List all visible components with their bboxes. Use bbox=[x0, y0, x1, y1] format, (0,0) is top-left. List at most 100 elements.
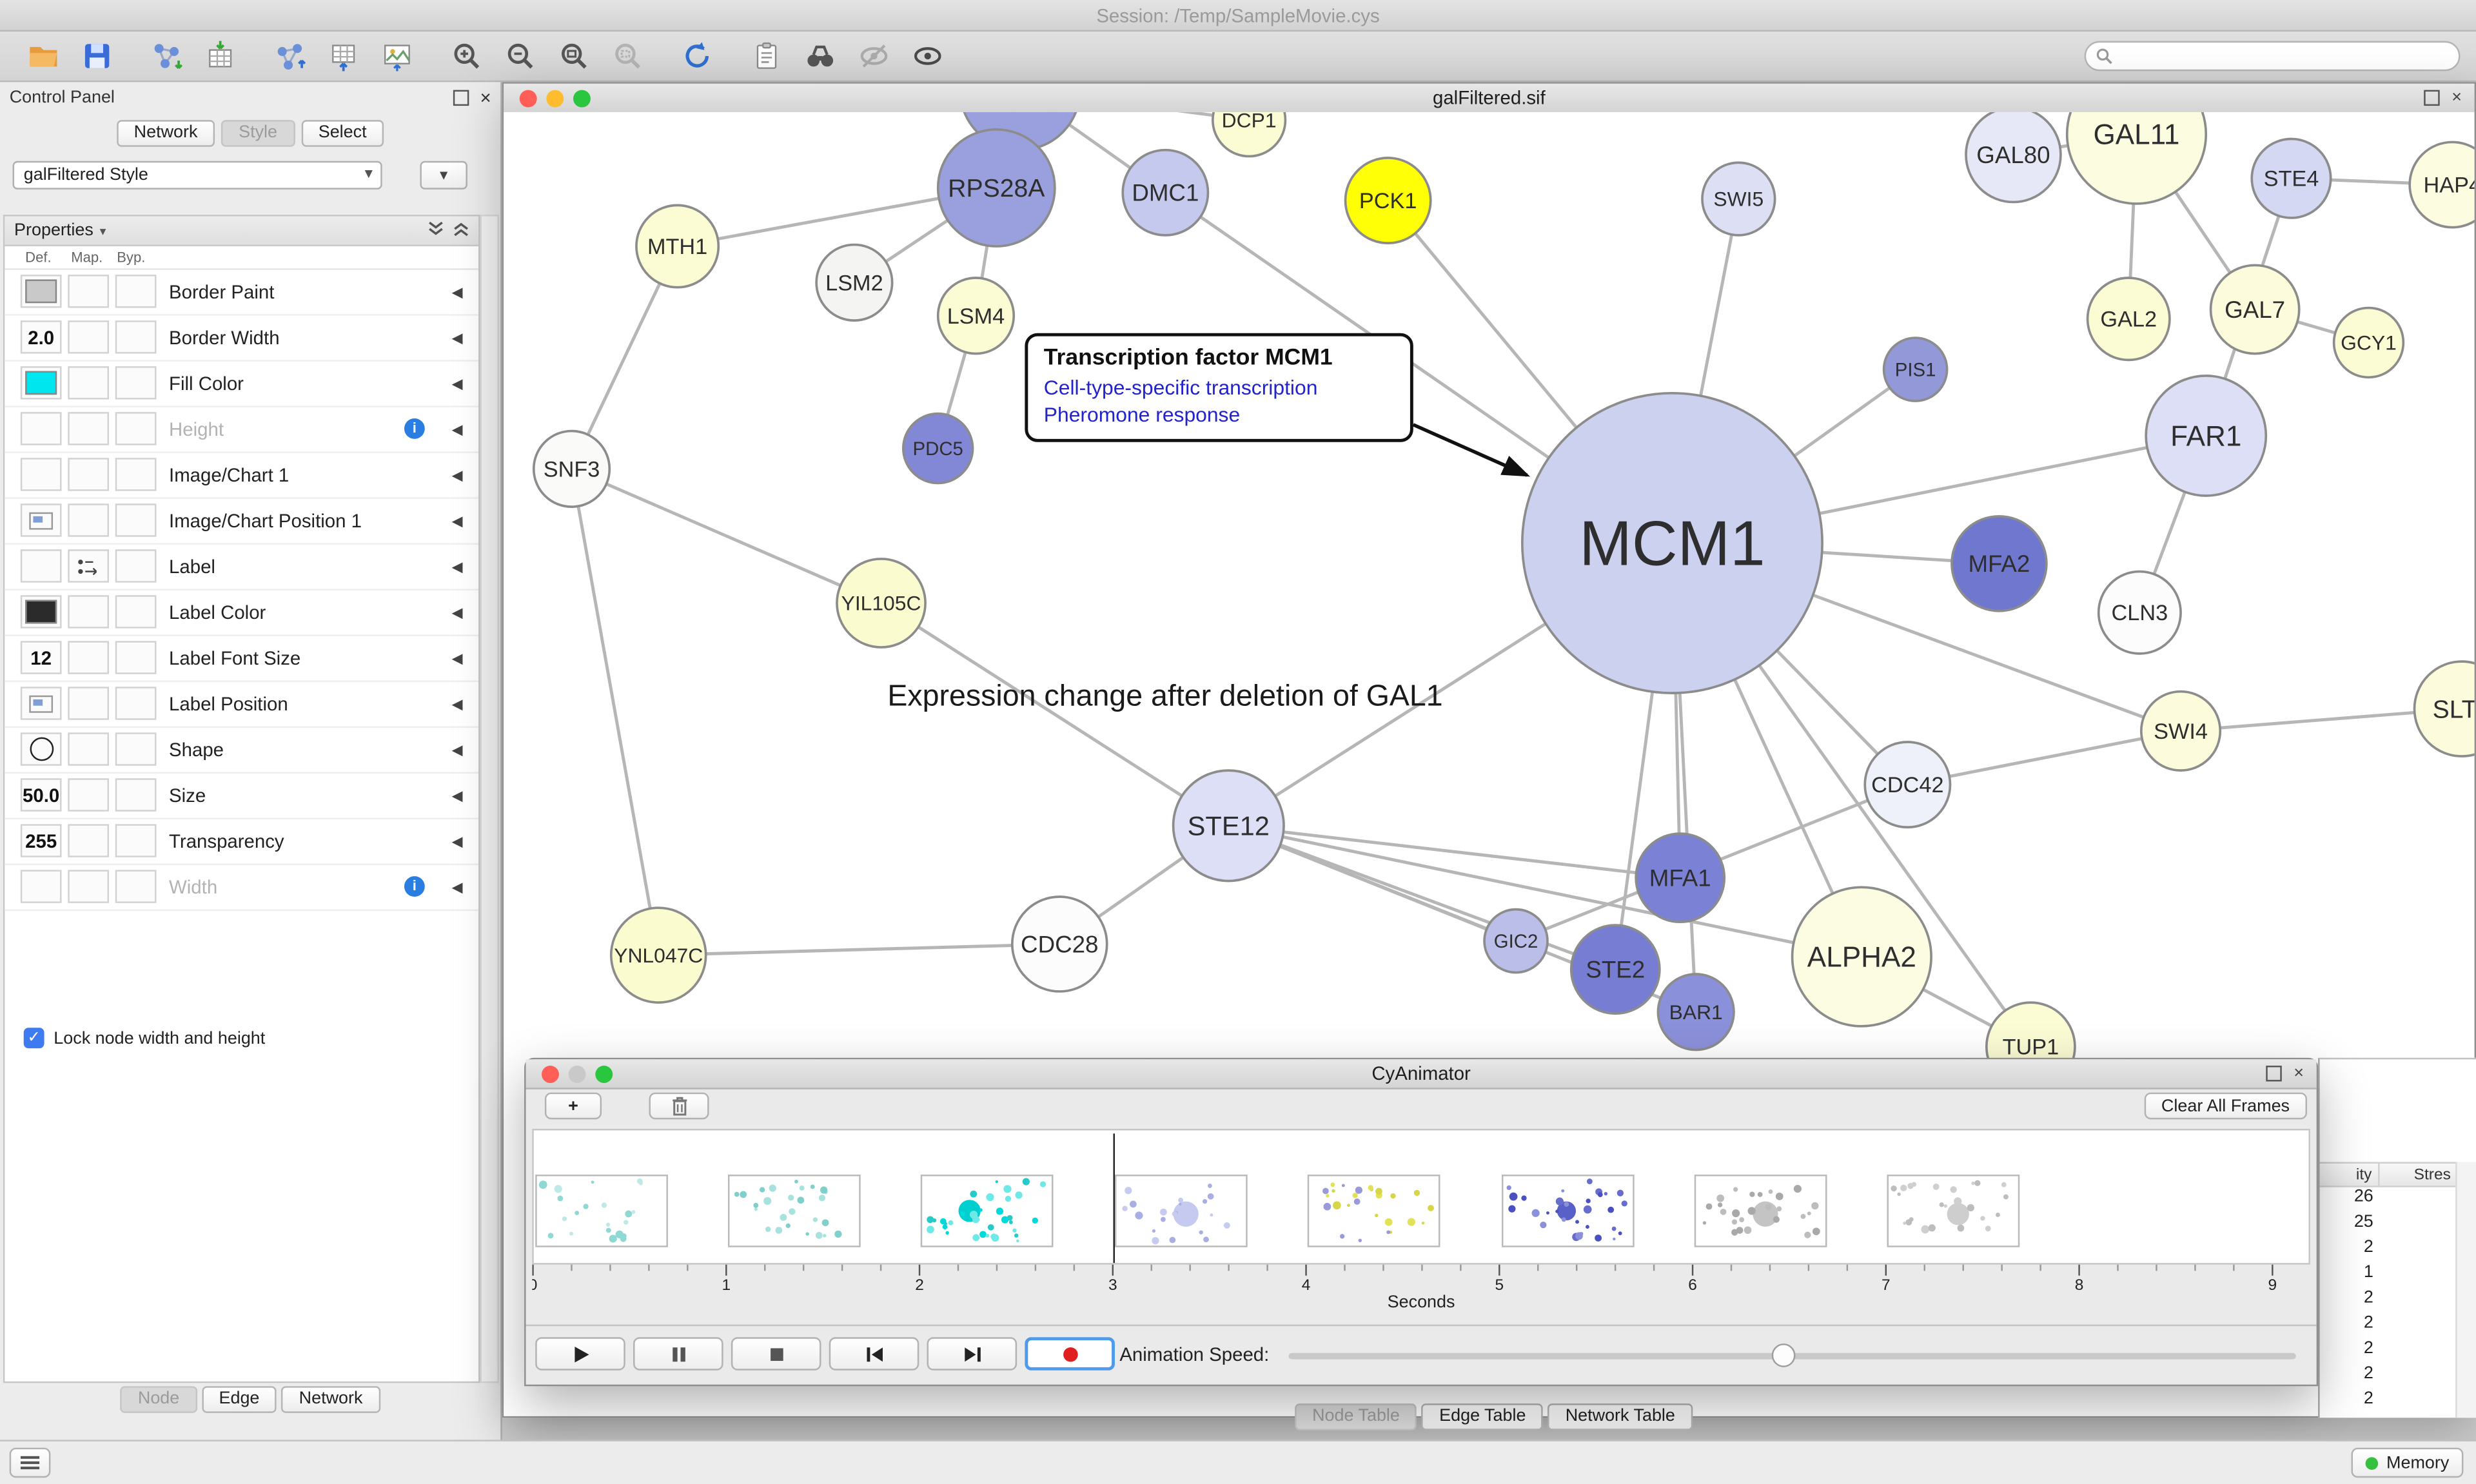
network-node[interactable]: DMC1 bbox=[1121, 148, 1210, 237]
stress-cell[interactable]: 26 bbox=[2353, 1187, 2373, 1207]
minimize-window-icon[interactable] bbox=[546, 90, 564, 108]
properties-header[interactable]: Properties ▾ bbox=[5, 216, 479, 247]
expand-row-icon[interactable]: ◀ bbox=[451, 558, 463, 575]
info-icon[interactable]: i bbox=[404, 876, 425, 897]
property-row[interactable]: Shape◀ bbox=[5, 727, 479, 774]
save-session-button[interactable] bbox=[76, 35, 117, 77]
table-row[interactable]: 1 bbox=[2320, 1263, 2456, 1288]
table-row[interactable]: 2 bbox=[2320, 1314, 2456, 1339]
tab-edge-style[interactable]: Edge bbox=[201, 1386, 277, 1413]
table-row[interactable]: 2 bbox=[2320, 1238, 2456, 1263]
property-row[interactable]: Label Color◀ bbox=[5, 590, 479, 636]
bypass-cell[interactable] bbox=[115, 870, 157, 903]
table-scrollbar[interactable] bbox=[2455, 1162, 2476, 1418]
bypass-cell[interactable] bbox=[115, 458, 157, 491]
close-window-icon[interactable] bbox=[519, 90, 537, 108]
mapping-cell[interactable] bbox=[68, 412, 109, 445]
close-panel-icon[interactable]: × bbox=[480, 86, 491, 109]
bypass-cell[interactable] bbox=[115, 412, 157, 445]
expand-row-icon[interactable]: ◀ bbox=[451, 650, 463, 667]
bypass-cell[interactable] bbox=[115, 687, 157, 720]
expand-row-icon[interactable]: ◀ bbox=[451, 834, 463, 850]
network-node[interactable]: GAL2 bbox=[2086, 277, 2171, 362]
stress-cell[interactable]: 2 bbox=[2363, 1288, 2373, 1307]
frame-thumbnail[interactable] bbox=[534, 1175, 667, 1247]
zoom-window-icon[interactable] bbox=[573, 90, 591, 108]
network-node[interactable]: YIL105C bbox=[836, 558, 927, 649]
network-node[interactable]: PCK1 bbox=[1344, 157, 1432, 244]
network-node[interactable]: CDC28 bbox=[1010, 895, 1108, 993]
network-node[interactable]: FAR1 bbox=[2145, 375, 2268, 497]
network-node[interactable]: DCP1 bbox=[1211, 112, 1287, 158]
memory-button[interactable]: Memory bbox=[2352, 1447, 2464, 1478]
network-node[interactable]: SWI4 bbox=[2139, 690, 2222, 772]
properties-scrollbar[interactable] bbox=[480, 215, 499, 1383]
bypass-cell[interactable] bbox=[115, 778, 157, 812]
network-node[interactable]: SWI5 bbox=[1701, 161, 1776, 237]
network-node[interactable]: MTH1 bbox=[635, 204, 720, 289]
bypass-cell[interactable] bbox=[115, 641, 157, 674]
default-cell[interactable] bbox=[20, 595, 62, 629]
default-cell[interactable] bbox=[20, 549, 62, 583]
network-node[interactable]: MFA1 bbox=[1635, 832, 1726, 924]
default-cell[interactable]: 50.0 bbox=[20, 778, 62, 812]
default-cell[interactable] bbox=[20, 458, 62, 491]
network-edge[interactable] bbox=[1228, 824, 1862, 959]
frame-thumbnail[interactable] bbox=[1694, 1175, 1827, 1247]
expand-row-icon[interactable]: ◀ bbox=[451, 284, 463, 300]
stress-cell[interactable]: 1 bbox=[2363, 1263, 2373, 1282]
frame-thumbnail[interactable] bbox=[1307, 1175, 1440, 1247]
playhead[interactable] bbox=[1113, 1133, 1115, 1264]
stress-cell[interactable]: 2 bbox=[2363, 1313, 2373, 1333]
tab-node-style[interactable]: Node bbox=[120, 1386, 197, 1413]
table-row[interactable]: 2 bbox=[2320, 1389, 2456, 1414]
next-frame-button[interactable] bbox=[927, 1337, 1017, 1371]
expand-all-icon[interactable] bbox=[453, 219, 469, 238]
mapping-cell[interactable] bbox=[68, 732, 109, 766]
float-window-icon[interactable] bbox=[2423, 90, 2439, 106]
network-node[interactable]: LSM2 bbox=[815, 243, 894, 322]
close-window-icon[interactable] bbox=[542, 1066, 559, 1084]
play-button[interactable] bbox=[535, 1337, 625, 1371]
property-row[interactable]: Fill Color◀ bbox=[5, 361, 479, 407]
expand-row-icon[interactable]: ◀ bbox=[451, 329, 463, 346]
frame-thumbnail[interactable] bbox=[727, 1175, 861, 1247]
mapping-cell[interactable] bbox=[68, 870, 109, 903]
network-edge[interactable] bbox=[880, 601, 1230, 827]
mcm1-annotation[interactable]: Transcription factor MCM1 Cell-type-spec… bbox=[1025, 333, 1413, 442]
network-node[interactable]: GIC2 bbox=[1483, 908, 1549, 974]
mapping-cell[interactable] bbox=[68, 778, 109, 812]
network-edge[interactable] bbox=[1020, 112, 1250, 122]
float-panel-icon[interactable] bbox=[453, 90, 469, 106]
slider-thumb[interactable] bbox=[1771, 1343, 1795, 1367]
network-node[interactable]: STE12 bbox=[1172, 769, 1285, 883]
default-cell[interactable] bbox=[20, 412, 62, 445]
tab-edge-table[interactable]: Edge Table bbox=[1422, 1403, 1544, 1430]
tab-network-table[interactable]: Network Table bbox=[1548, 1403, 1693, 1430]
collapse-all-icon[interactable] bbox=[428, 219, 444, 238]
frame-thumbnail[interactable] bbox=[1887, 1175, 2020, 1247]
mapping-cell[interactable] bbox=[68, 275, 109, 308]
table-row[interactable]: 2 bbox=[2320, 1339, 2456, 1364]
expand-row-icon[interactable]: ◀ bbox=[451, 421, 463, 438]
status-menu-button[interactable] bbox=[9, 1447, 51, 1478]
network-node[interactable]: CDC42 bbox=[1863, 741, 1952, 829]
network-node[interactable]: HAP4 bbox=[2408, 141, 2475, 229]
network-edge[interactable] bbox=[1228, 824, 1616, 971]
cyanimator-titlebar[interactable]: CyAnimator × bbox=[526, 1059, 2317, 1089]
bypass-cell[interactable] bbox=[115, 275, 157, 308]
add-frame-button[interactable]: + bbox=[544, 1092, 602, 1120]
network-edge[interactable] bbox=[570, 468, 660, 956]
expand-row-icon[interactable]: ◀ bbox=[451, 467, 463, 483]
style-options-button[interactable]: ▾ bbox=[420, 161, 467, 190]
table-row[interactable]: 2 bbox=[2320, 1288, 2456, 1313]
lock-size-checkbox[interactable]: ✓ bbox=[23, 1028, 44, 1049]
network-window-titlebar[interactable]: galFiltered.sif × bbox=[504, 83, 2475, 114]
stress-cell[interactable]: 2 bbox=[2363, 1389, 2373, 1409]
style-select[interactable]: galFiltered Style ▾ bbox=[12, 161, 382, 190]
mapping-cell[interactable] bbox=[68, 824, 109, 857]
import-network-button[interactable] bbox=[145, 35, 186, 77]
